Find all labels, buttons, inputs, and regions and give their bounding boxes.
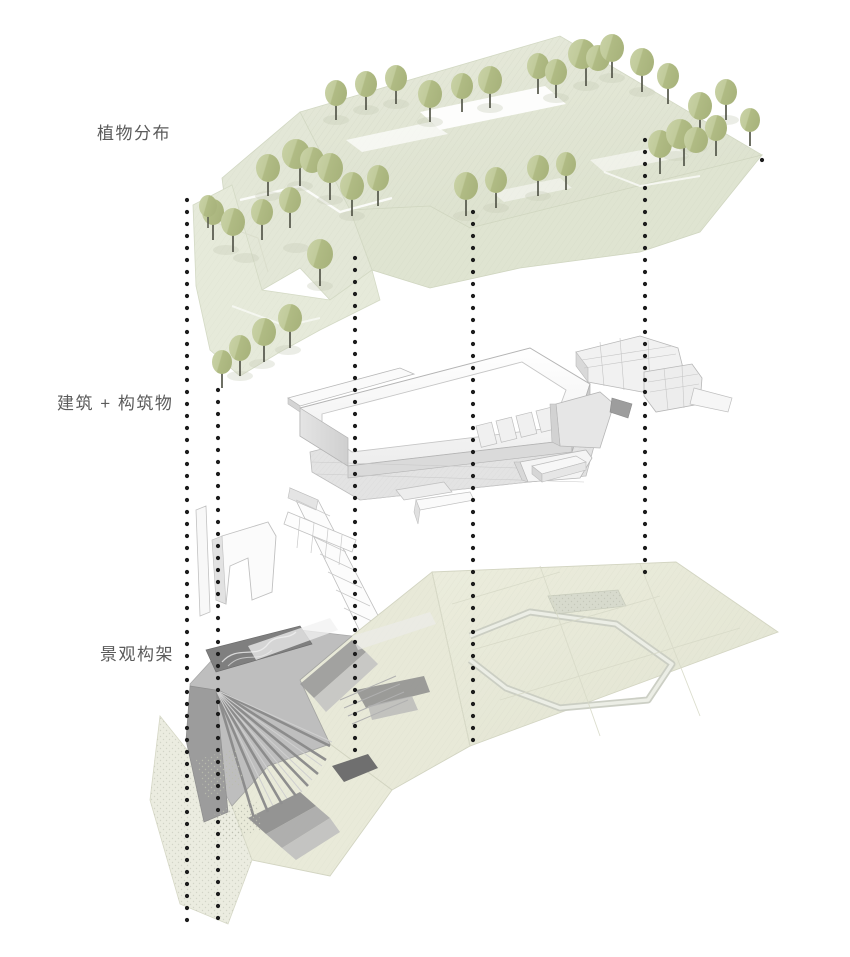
tree: [527, 53, 549, 94]
tree: [199, 195, 217, 228]
tree: [307, 239, 333, 286]
tree-cluster: [199, 34, 760, 388]
layer-label-plant-distribution: 植物分布: [97, 124, 171, 143]
tree: [478, 66, 502, 108]
guide-lines-group: [184, 137, 765, 923]
guide-left-outer: [184, 197, 190, 923]
tree: [325, 80, 347, 120]
tree: [355, 71, 377, 110]
tree: [279, 187, 301, 228]
tree: [212, 350, 232, 388]
tree: [630, 48, 654, 92]
tree: [252, 318, 276, 362]
layer-plant-distribution: [192, 34, 764, 388]
guide-mid-left: [352, 255, 358, 753]
tree: [367, 165, 389, 206]
tree: [545, 59, 567, 98]
tree: [527, 155, 549, 196]
layer-label-buildings-structures: 建筑 + 构筑物: [57, 394, 174, 413]
tree: [317, 153, 343, 200]
tree: [229, 335, 251, 376]
path-network: [356, 563, 741, 747]
detached-wall-element: [531, 455, 587, 483]
layer-label-landscape-framework: 景观构架: [100, 645, 174, 664]
tree: [657, 63, 679, 104]
tree: [666, 119, 708, 166]
tree: [251, 199, 273, 240]
tree: [715, 79, 737, 120]
tree: [600, 34, 624, 78]
main-building-volume: [287, 347, 615, 501]
tree: [740, 108, 760, 146]
tree: [451, 73, 473, 112]
plant-site-plane: [192, 35, 764, 377]
tree: [705, 115, 727, 156]
tree: [454, 172, 478, 216]
layer-landscape-framework: [149, 487, 779, 925]
tree: [485, 167, 507, 208]
tree: [340, 172, 364, 216]
tree: [418, 80, 442, 122]
secondary-pavilion: [575, 335, 733, 419]
guide-right: [642, 137, 648, 575]
tree: [556, 152, 576, 190]
guide-far-right: [759, 157, 765, 163]
tree: [221, 208, 245, 252]
tree: [256, 154, 280, 196]
guide-left-inner: [215, 387, 221, 921]
tree: [278, 304, 302, 348]
layer-buildings-structures: [287, 335, 733, 501]
tree: [648, 130, 672, 174]
guide-mid-right: [470, 209, 476, 743]
tree: [385, 65, 407, 104]
